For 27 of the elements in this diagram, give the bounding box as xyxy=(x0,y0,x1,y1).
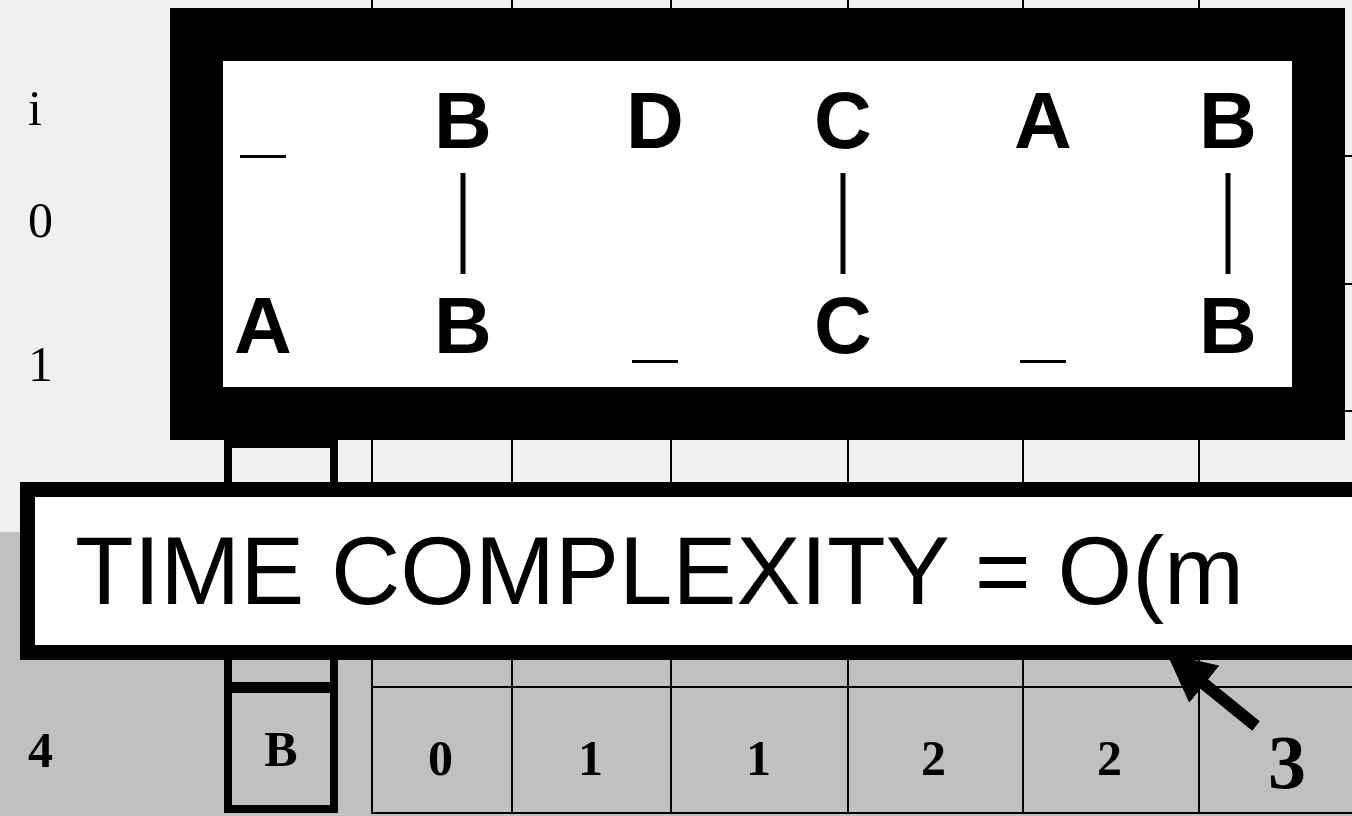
sequence-letter: C xyxy=(803,286,883,366)
result-value: 3 xyxy=(1268,722,1306,802)
sequence-letter: _ xyxy=(1003,286,1083,366)
row-index: 4 xyxy=(28,722,53,778)
complexity-banner: TIME COMPLEXITY = O(m xyxy=(20,482,1352,660)
table-value: 2 xyxy=(1097,730,1122,786)
sequence-letter: B xyxy=(1188,286,1268,366)
sequence-letter: _ xyxy=(223,81,303,161)
connector-line xyxy=(460,173,466,274)
connector-line xyxy=(1225,173,1231,274)
sequence-letter: _ xyxy=(615,286,695,366)
table-value: 1 xyxy=(578,730,603,786)
sequence-letter: A xyxy=(223,286,303,366)
sequence-letter: B xyxy=(423,286,503,366)
table-value: 0 xyxy=(428,730,453,786)
sequence-letter: C xyxy=(803,81,883,161)
alignment-panel xyxy=(170,8,1345,440)
table-value: 1 xyxy=(746,730,771,786)
sequence-letter: D xyxy=(615,81,695,161)
row-index: 0 xyxy=(28,192,53,248)
sequence-letter: B xyxy=(423,81,503,161)
row-index: 1 xyxy=(28,336,53,392)
table-value: 2 xyxy=(921,730,946,786)
row-index: i xyxy=(28,80,42,136)
connector-line xyxy=(840,173,846,274)
sequence-letter: B xyxy=(1188,81,1268,161)
sequence-letter: A xyxy=(1003,81,1083,161)
